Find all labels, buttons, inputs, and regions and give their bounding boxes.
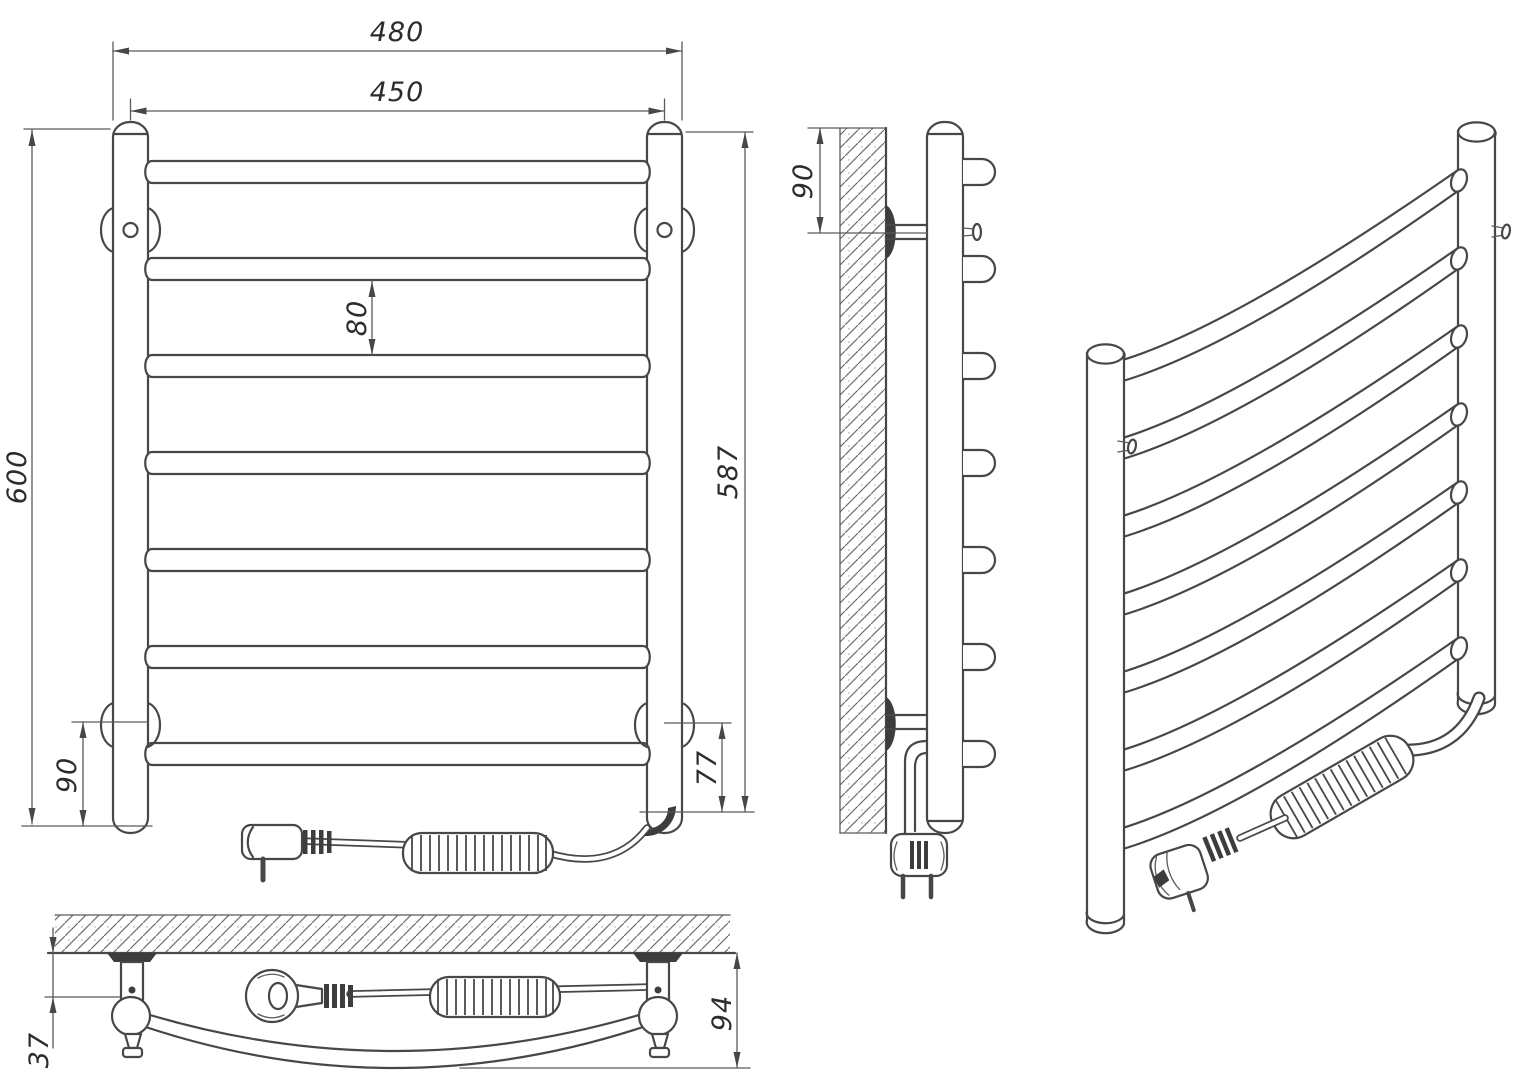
dim-overall-width: 480 xyxy=(112,17,683,121)
front-left-post xyxy=(111,120,150,835)
dim-rail-height: 587 xyxy=(685,131,754,813)
dim-80-label: 80 xyxy=(342,300,373,336)
cord-coil xyxy=(1269,734,1415,840)
side-view: 90 xyxy=(788,120,997,900)
front-view: 480 450 600 587 xyxy=(2,17,755,883)
power-plug xyxy=(1149,843,1209,913)
dim-wall-to-bracket: 90 xyxy=(788,127,928,234)
persp-left-post xyxy=(1085,343,1126,935)
rail-arc xyxy=(129,1010,660,1070)
power-plug-end xyxy=(244,968,353,1024)
dim-90-front-label: 90 xyxy=(52,757,83,793)
dim-wall-to-rail: 37 xyxy=(24,927,121,1068)
side-post xyxy=(925,120,965,835)
front-power-cord xyxy=(240,806,676,883)
dim-94-label: 94 xyxy=(707,995,738,1031)
rung-nub xyxy=(963,545,997,575)
perspective-view xyxy=(1085,121,1512,935)
cord-elbow xyxy=(644,806,676,837)
cord-coil xyxy=(428,975,562,1019)
persp-screw-left xyxy=(1117,438,1138,455)
rung-nub xyxy=(963,351,997,381)
plug-pin xyxy=(1186,891,1196,913)
dim-90-side-label: 90 xyxy=(788,163,819,199)
dim-bottom-right: 77 xyxy=(639,722,755,813)
dim-overall-height: 600 xyxy=(2,128,153,827)
front-right-post xyxy=(645,120,684,835)
bracket-lower-right xyxy=(634,701,695,749)
side-power-plug xyxy=(889,832,949,900)
persp-rungs xyxy=(1110,168,1469,854)
dim-rung-spacing: 80 xyxy=(342,280,376,356)
dim-mount-width: 450 xyxy=(129,77,666,121)
bracket-upper-right xyxy=(634,206,695,254)
rung-nub xyxy=(963,157,997,187)
rung-nub xyxy=(963,448,997,478)
wall-hatch xyxy=(839,126,888,835)
bottom-view: 37 94 xyxy=(24,914,751,1070)
bottom-bracket-left xyxy=(107,953,157,1059)
side-rung-nubs xyxy=(963,157,997,769)
persp-power-cord xyxy=(1149,691,1486,913)
rung xyxy=(144,547,651,573)
rung xyxy=(144,644,651,670)
rung xyxy=(144,450,651,476)
bracket-lower-left xyxy=(100,701,161,749)
dim-37-label: 37 xyxy=(24,1032,55,1068)
rung-nub xyxy=(963,642,997,672)
rung xyxy=(144,353,651,379)
bracket-upper-left xyxy=(100,206,161,254)
bracket-screw xyxy=(962,222,983,242)
rung xyxy=(144,256,651,282)
side-bracket-lower xyxy=(884,697,929,751)
cord-ribs xyxy=(1202,827,1239,863)
side-bracket-upper xyxy=(884,205,983,259)
rung xyxy=(144,741,651,767)
dim-480-label: 480 xyxy=(370,17,425,48)
dim-bottom-left: 90 xyxy=(52,721,149,827)
cord-coil xyxy=(401,831,555,875)
bottom-bracket-right xyxy=(633,953,683,1059)
wall-hatch xyxy=(46,914,737,955)
rung-nub xyxy=(963,739,997,769)
dim-600-label: 600 xyxy=(2,450,33,505)
dim-450-label: 450 xyxy=(370,77,425,108)
dim-77-label: 77 xyxy=(692,750,723,786)
front-rungs xyxy=(144,159,651,767)
dim-587-label: 587 xyxy=(713,445,744,500)
rung xyxy=(1110,168,1460,386)
power-plug xyxy=(240,823,332,883)
rung xyxy=(144,159,651,185)
dim-overall-depth: 94 xyxy=(459,952,751,1069)
front-brackets xyxy=(100,206,695,749)
side-power-cord xyxy=(889,739,949,900)
persp-screw-right xyxy=(1491,223,1512,240)
rung-nub xyxy=(963,254,997,284)
